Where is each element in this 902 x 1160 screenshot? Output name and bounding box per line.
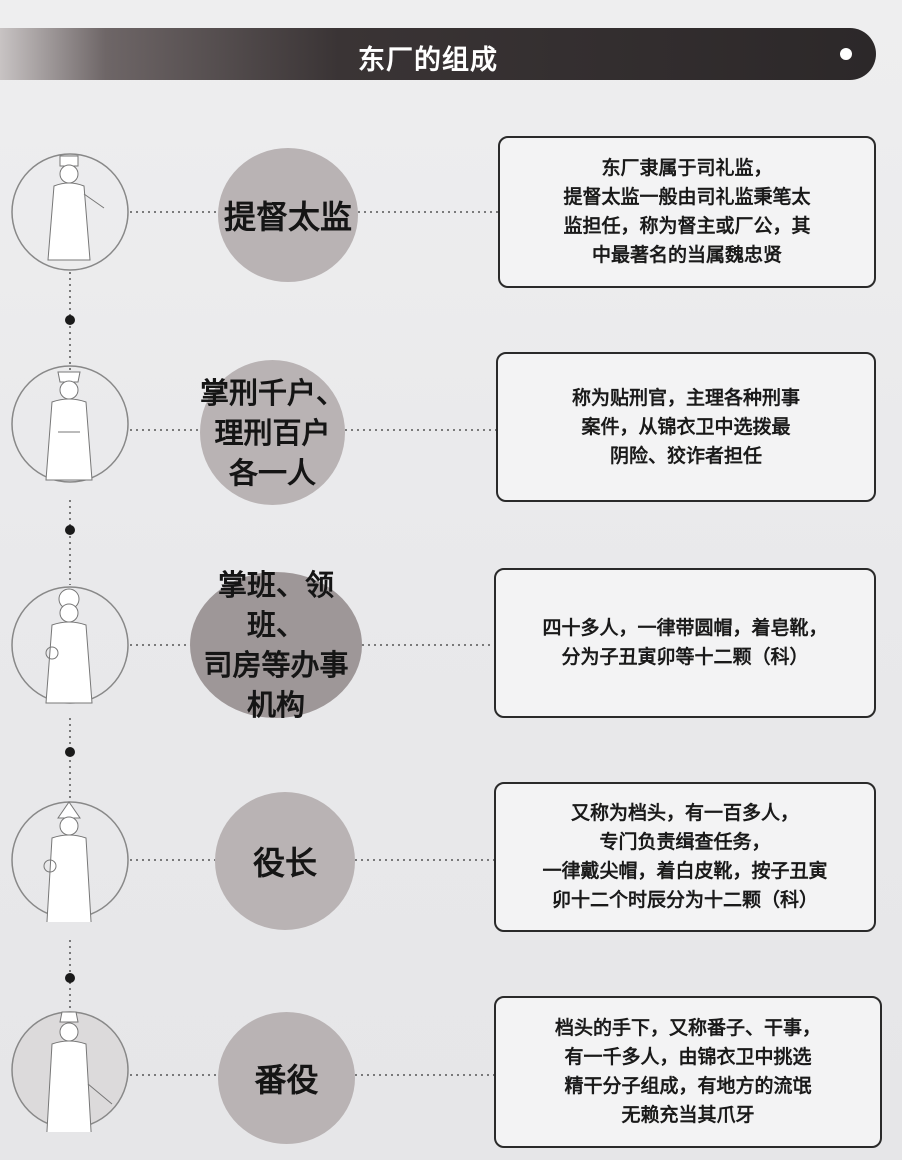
runner-figure-icon	[8, 1008, 132, 1132]
desc-line: 有一千多人，由锦衣卫中挑选	[564, 1046, 812, 1068]
desc-line: 无赖充当其爪牙	[621, 1104, 755, 1126]
role-circle-fanyi: 番役	[218, 1012, 355, 1144]
captain-figure-icon	[8, 798, 132, 922]
desc-line: 案件，从锦衣卫中选拨最	[581, 415, 791, 438]
description-box-5: 档头的手下，又称番子、干事， 有一千多人，由锦衣卫中挑选 精干分子组成，有地方的…	[494, 996, 882, 1148]
role-label: 提督太监	[223, 198, 352, 236]
eunuch-figure-icon	[8, 150, 132, 274]
officer-figure-icon	[8, 362, 132, 486]
role-label: 掌刑千户、	[200, 375, 346, 410]
desc-line: 阴险、狡诈者担任	[609, 444, 762, 467]
clerk-figure-icon	[8, 583, 132, 707]
role-label: 番役	[254, 1061, 319, 1099]
role-circle-zhangxing: 掌刑千户、 理刑百户 各一人	[200, 360, 345, 505]
page-title: 东厂的组成	[358, 45, 498, 76]
banner-dot-icon	[840, 48, 852, 60]
desc-line: 专门负责缉查任务，	[599, 831, 771, 853]
role-label: 掌班、领班、	[217, 568, 334, 642]
role-circle-yizhang: 役长	[215, 792, 355, 930]
description-box-1: 东厂隶属于司礼监， 提督太监一般由司礼监秉笔太 监担任，称为督主或厂公，其 中最…	[498, 136, 876, 288]
desc-line: 档头的手下，又称番子、干事，	[554, 1017, 821, 1039]
desc-line: 监担任，称为督主或厂公，其	[563, 215, 811, 237]
title-banner: 东厂的组成	[0, 28, 876, 80]
desc-line: 中最著名的当属魏忠贤	[591, 244, 782, 266]
role-label: 役长	[252, 844, 317, 882]
role-label: 机构	[246, 688, 305, 722]
description-box-2: 称为贴刑官，主理各种刑事 案件，从锦衣卫中选拨最 阴险、狡诈者担任	[496, 352, 876, 502]
desc-line: 卯十二个时辰分为十二颗（科）	[551, 889, 818, 911]
role-label: 理刑百户	[214, 415, 331, 450]
desc-line: 分为子丑寅卯等十二颗（科）	[561, 646, 809, 668]
description-box-3: 四十多人，一律带圆帽，着皂靴， 分为子丑寅卯等十二颗（科）	[494, 568, 876, 718]
role-circle-zhangban: 掌班、领班、 司房等办事 机构	[190, 568, 362, 722]
description-box-4: 又称为档头，有一百多人， 专门负责缉查任务， 一律戴尖帽，着白皮靴，按子丑寅 卯…	[494, 782, 876, 932]
desc-line: 称为贴刑官，主理各种刑事	[571, 386, 800, 409]
desc-line: 一律戴尖帽，着白皮靴，按子丑寅	[542, 860, 828, 882]
role-circle-tidu-taijian: 提督太监	[218, 148, 358, 282]
desc-line: 四十多人，一律带圆帽，着皂靴，	[542, 617, 828, 639]
desc-line: 又称为档头，有一百多人，	[570, 802, 799, 824]
role-label: 各一人	[228, 455, 316, 490]
desc-line: 精干分子组成，有地方的流氓	[564, 1075, 812, 1097]
desc-line: 东厂隶属于司礼监，	[601, 157, 773, 179]
role-label: 司房等办事	[203, 648, 349, 682]
desc-line: 提督太监一般由司礼监秉笔太	[563, 186, 811, 208]
